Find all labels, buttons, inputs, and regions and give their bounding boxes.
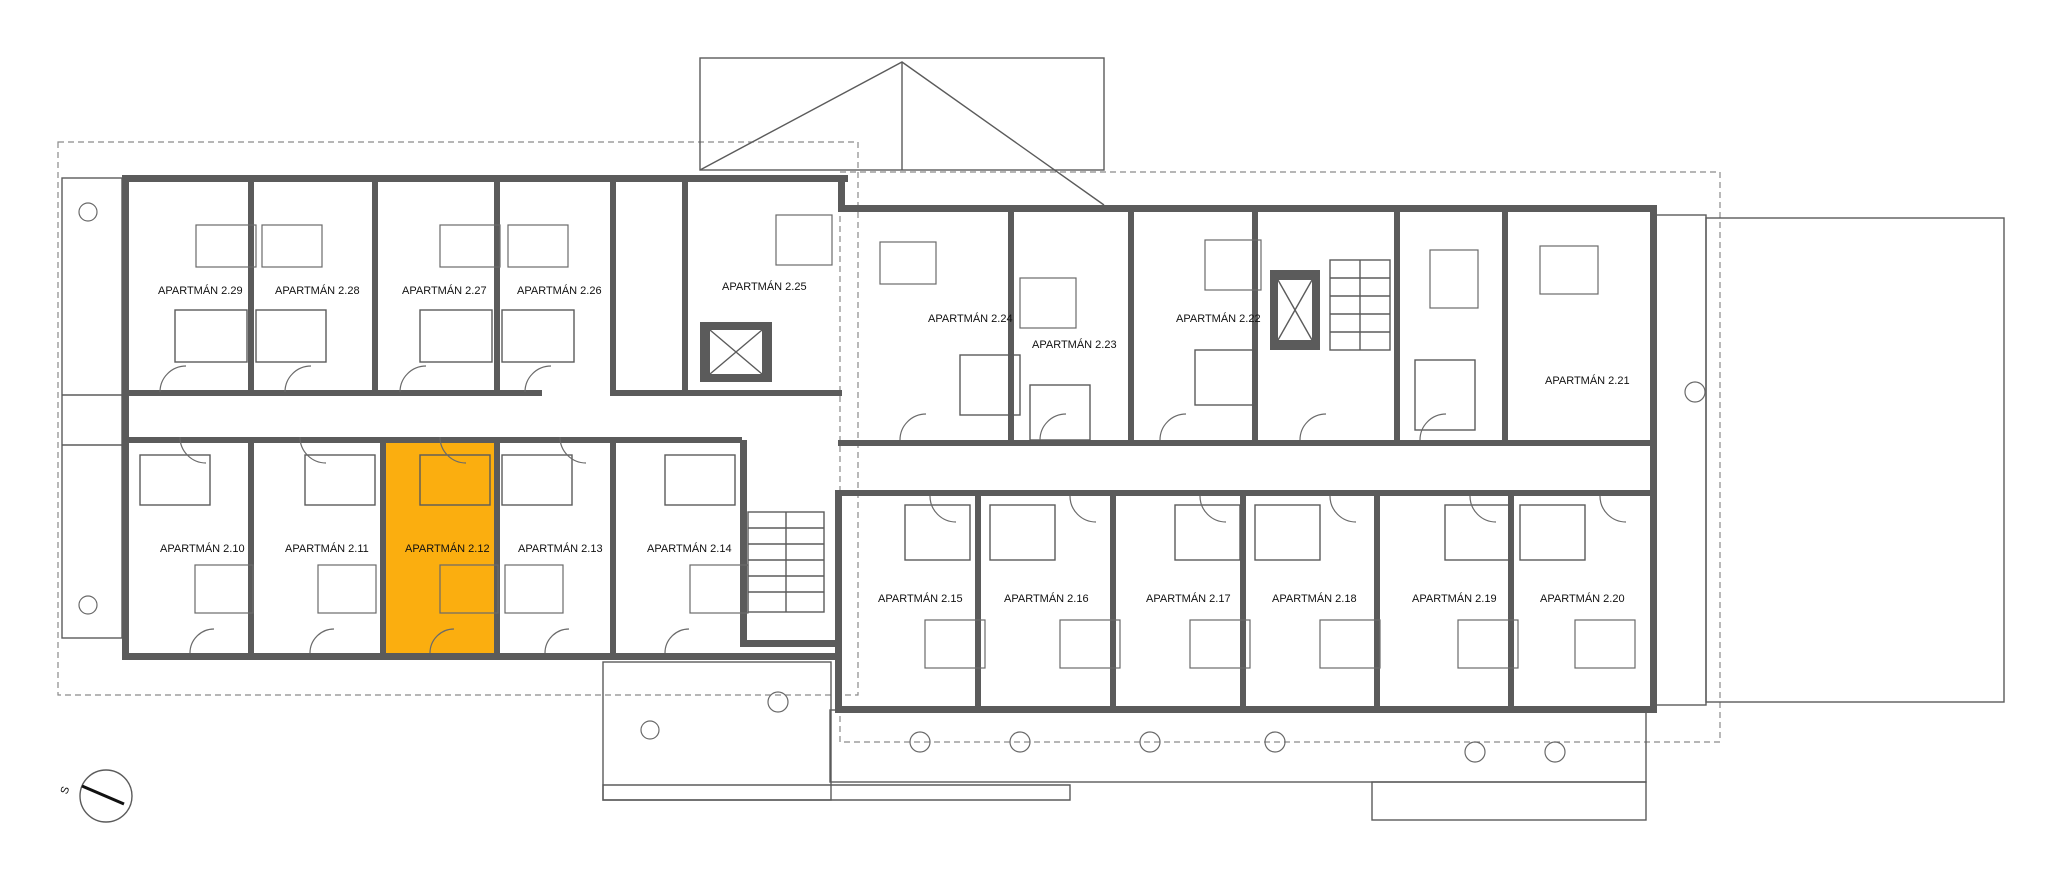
- north-arrow-icon: S: [59, 769, 133, 823]
- apartment-label-2-18: APARTMÁN 2.18: [1272, 592, 1357, 605]
- apartment-label-2-10: APARTMÁN 2.10: [160, 542, 245, 555]
- apartment-label-2-24: APARTMÁN 2.24: [928, 312, 1013, 325]
- apartment-label-2-16: APARTMÁN 2.16: [1004, 592, 1089, 605]
- door-swing-icon: [159, 365, 1627, 654]
- roof-outline: [57, 57, 1721, 743]
- partition-walls: [248, 182, 1514, 708]
- apartment-label-2-20: APARTMÁN 2.20: [1540, 592, 1625, 605]
- terrace-left: [61, 177, 123, 639]
- apartment-label-2-11: APARTMÁN 2.11: [285, 542, 369, 555]
- apartment-label-2-25: APARTMÁN 2.25: [722, 280, 807, 293]
- apartment-label-2-19: APARTMÁN 2.19: [1412, 592, 1497, 605]
- apartment-label-2-17: APARTMÁN 2.17: [1146, 592, 1231, 605]
- corridor-walls: [122, 390, 1656, 496]
- apartment-label-2-28: APARTMÁN 2.28: [275, 284, 360, 297]
- apartment-label-2-21: APARTMÁN 2.21: [1545, 374, 1630, 387]
- elevator-icon: [700, 270, 1320, 382]
- apartment-label-2-23: APARTMÁN 2.23: [1032, 338, 1117, 351]
- exterior-walls: [122, 175, 1657, 713]
- apartment-label-2-26: APARTMÁN 2.26: [517, 284, 602, 297]
- bathrooms: [139, 309, 1586, 561]
- apartment-labels: APARTMÁN 2.29 APARTMÁN 2.28 APARTMÁN 2.2…: [158, 280, 1630, 605]
- bed-icon: [194, 214, 1636, 669]
- stairs-icon: [747, 259, 1391, 613]
- apartment-label-2-27: APARTMÁN 2.27: [402, 284, 487, 297]
- terrace-bottom: [602, 661, 1647, 821]
- apartment-label-2-14: APARTMÁN 2.14: [647, 542, 732, 555]
- apartment-2-12-highlight[interactable]: [380, 440, 494, 655]
- apartment-label-2-12[interactable]: APARTMÁN 2.12: [405, 542, 490, 555]
- north-arrow-label: S: [59, 785, 73, 796]
- apartment-label-2-29: APARTMÁN 2.29: [158, 284, 243, 297]
- apartment-label-2-15: APARTMÁN 2.15: [878, 592, 963, 605]
- table-chairs-icon: [78, 202, 1706, 763]
- apartment-label-2-22: APARTMÁN 2.22: [1176, 312, 1261, 325]
- terrace-right: [1655, 214, 2005, 706]
- apartment-label-2-13: APARTMÁN 2.13: [518, 542, 603, 555]
